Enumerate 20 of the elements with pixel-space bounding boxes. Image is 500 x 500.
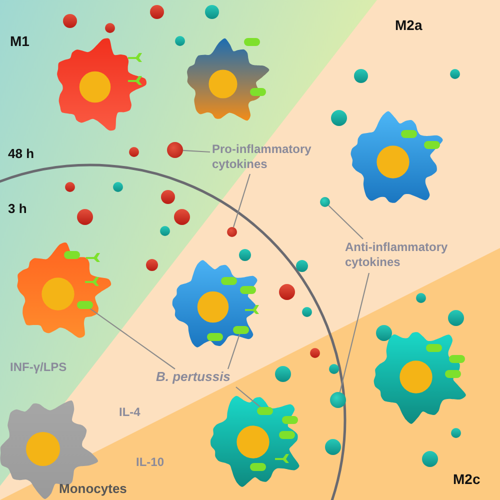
leader-line [232, 174, 251, 228]
bacterium [233, 326, 249, 334]
time-label: 48 h [8, 146, 34, 161]
bacterium [257, 407, 273, 415]
bacteria-label: B. pertussis [156, 369, 232, 384]
group-label: M1 [10, 33, 30, 49]
stimulus-label: INF-γ/LPS [10, 360, 67, 374]
time-label: 3 h [8, 201, 27, 216]
leader-line [328, 205, 364, 240]
cytokine-label: Pro-inflammatory cytokines [212, 142, 312, 172]
bacterium [77, 301, 93, 309]
cytokine-label: Anti-inflammatory cytokines [345, 240, 449, 270]
leader-line [339, 272, 370, 392]
leader-line [89, 308, 176, 370]
cell-type-label: Monocytes [59, 481, 127, 496]
leader-line [182, 150, 210, 153]
stimulus-label: IL-4 [119, 405, 140, 419]
stimulus-label: IL-10 [136, 455, 164, 469]
group-label: M2a [395, 17, 422, 33]
group-label: M2c [453, 471, 480, 487]
